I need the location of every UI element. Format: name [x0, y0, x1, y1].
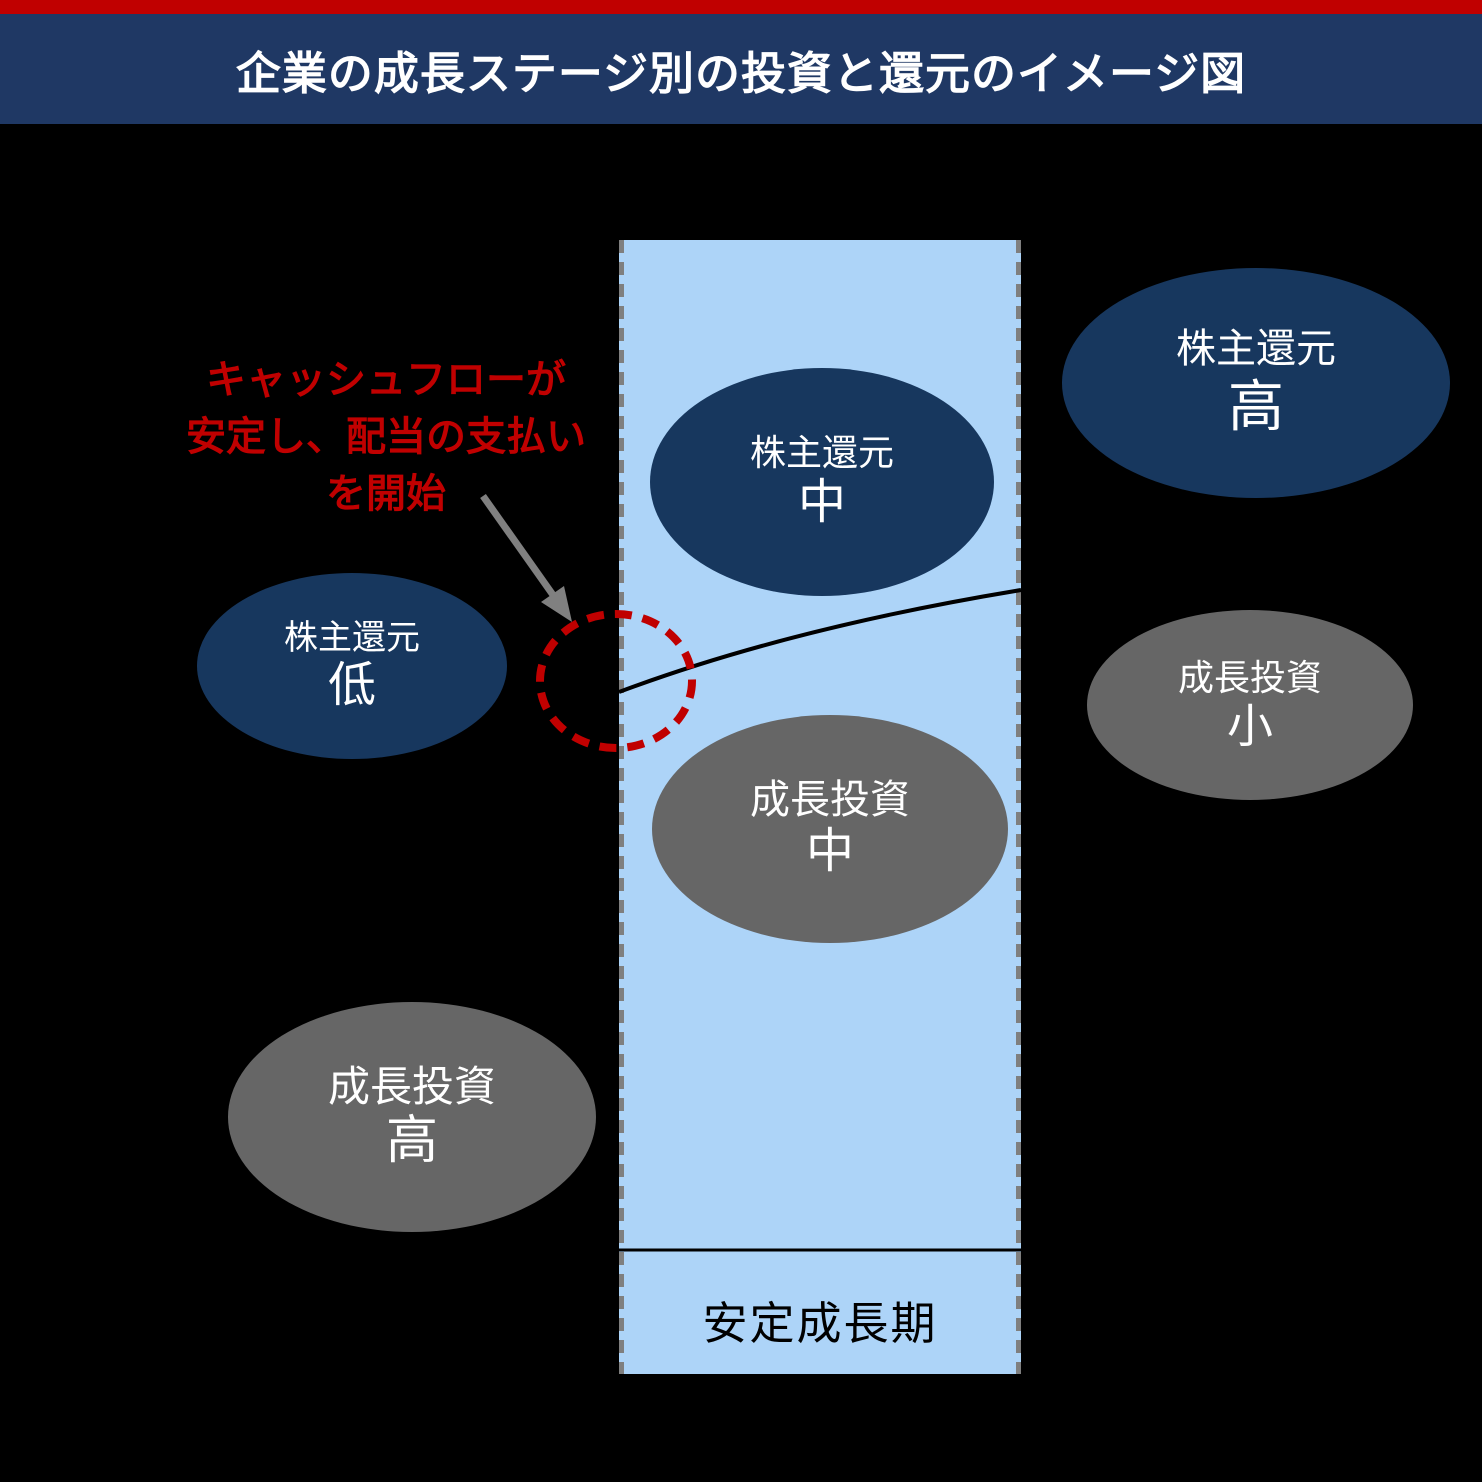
- ellipse-growth-investment-small: 成長投資 小: [1087, 610, 1413, 800]
- growth-curve-line: [618, 588, 1022, 694]
- ellipse-value: 高: [385, 1112, 438, 1171]
- ellipse-value: 小: [1227, 700, 1273, 753]
- ellipse-value: 中: [805, 825, 854, 879]
- title-band: 企業の成長ステージ別の投資と還元のイメージ図: [0, 14, 1482, 124]
- ellipse-label: 成長投資: [1177, 656, 1322, 698]
- ellipse-shareholder-return-low: 株主還元 低: [197, 573, 507, 759]
- ellipse-label: 成長投資: [750, 778, 910, 823]
- annotation-arrow-head-icon: [541, 586, 572, 622]
- ellipse-value: 低: [327, 658, 376, 712]
- ellipse-label: 株主還元: [284, 618, 420, 657]
- highlight-dashed-circle: [536, 610, 696, 752]
- ellipse-value: 高: [1228, 374, 1284, 438]
- annotation-arrow-shaft: [480, 493, 556, 598]
- ellipse-growth-investment-mid: 成長投資 中: [652, 715, 1008, 943]
- ellipse-growth-investment-high: 成長投資 高: [228, 1002, 596, 1232]
- top-accent-bar: [0, 0, 1482, 14]
- ellipse-label: 成長投資: [327, 1062, 496, 1110]
- page-title: 企業の成長ステージ別の投資と還元のイメージ図: [235, 47, 1247, 99]
- cashflow-annotation: キャッシュフローが 安定し、配当の支払い を開始: [186, 358, 586, 516]
- ellipse-shareholder-return-mid: 株主還元 中: [650, 368, 994, 596]
- ellipse-value: 中: [797, 475, 846, 529]
- ellipse-label: 株主還元: [749, 432, 894, 474]
- ellipse-shareholder-return-high: 株主還元 高: [1062, 268, 1450, 498]
- stage-label: 安定成長期: [702, 1298, 938, 1349]
- ellipse-label: 株主還元: [1176, 327, 1336, 372]
